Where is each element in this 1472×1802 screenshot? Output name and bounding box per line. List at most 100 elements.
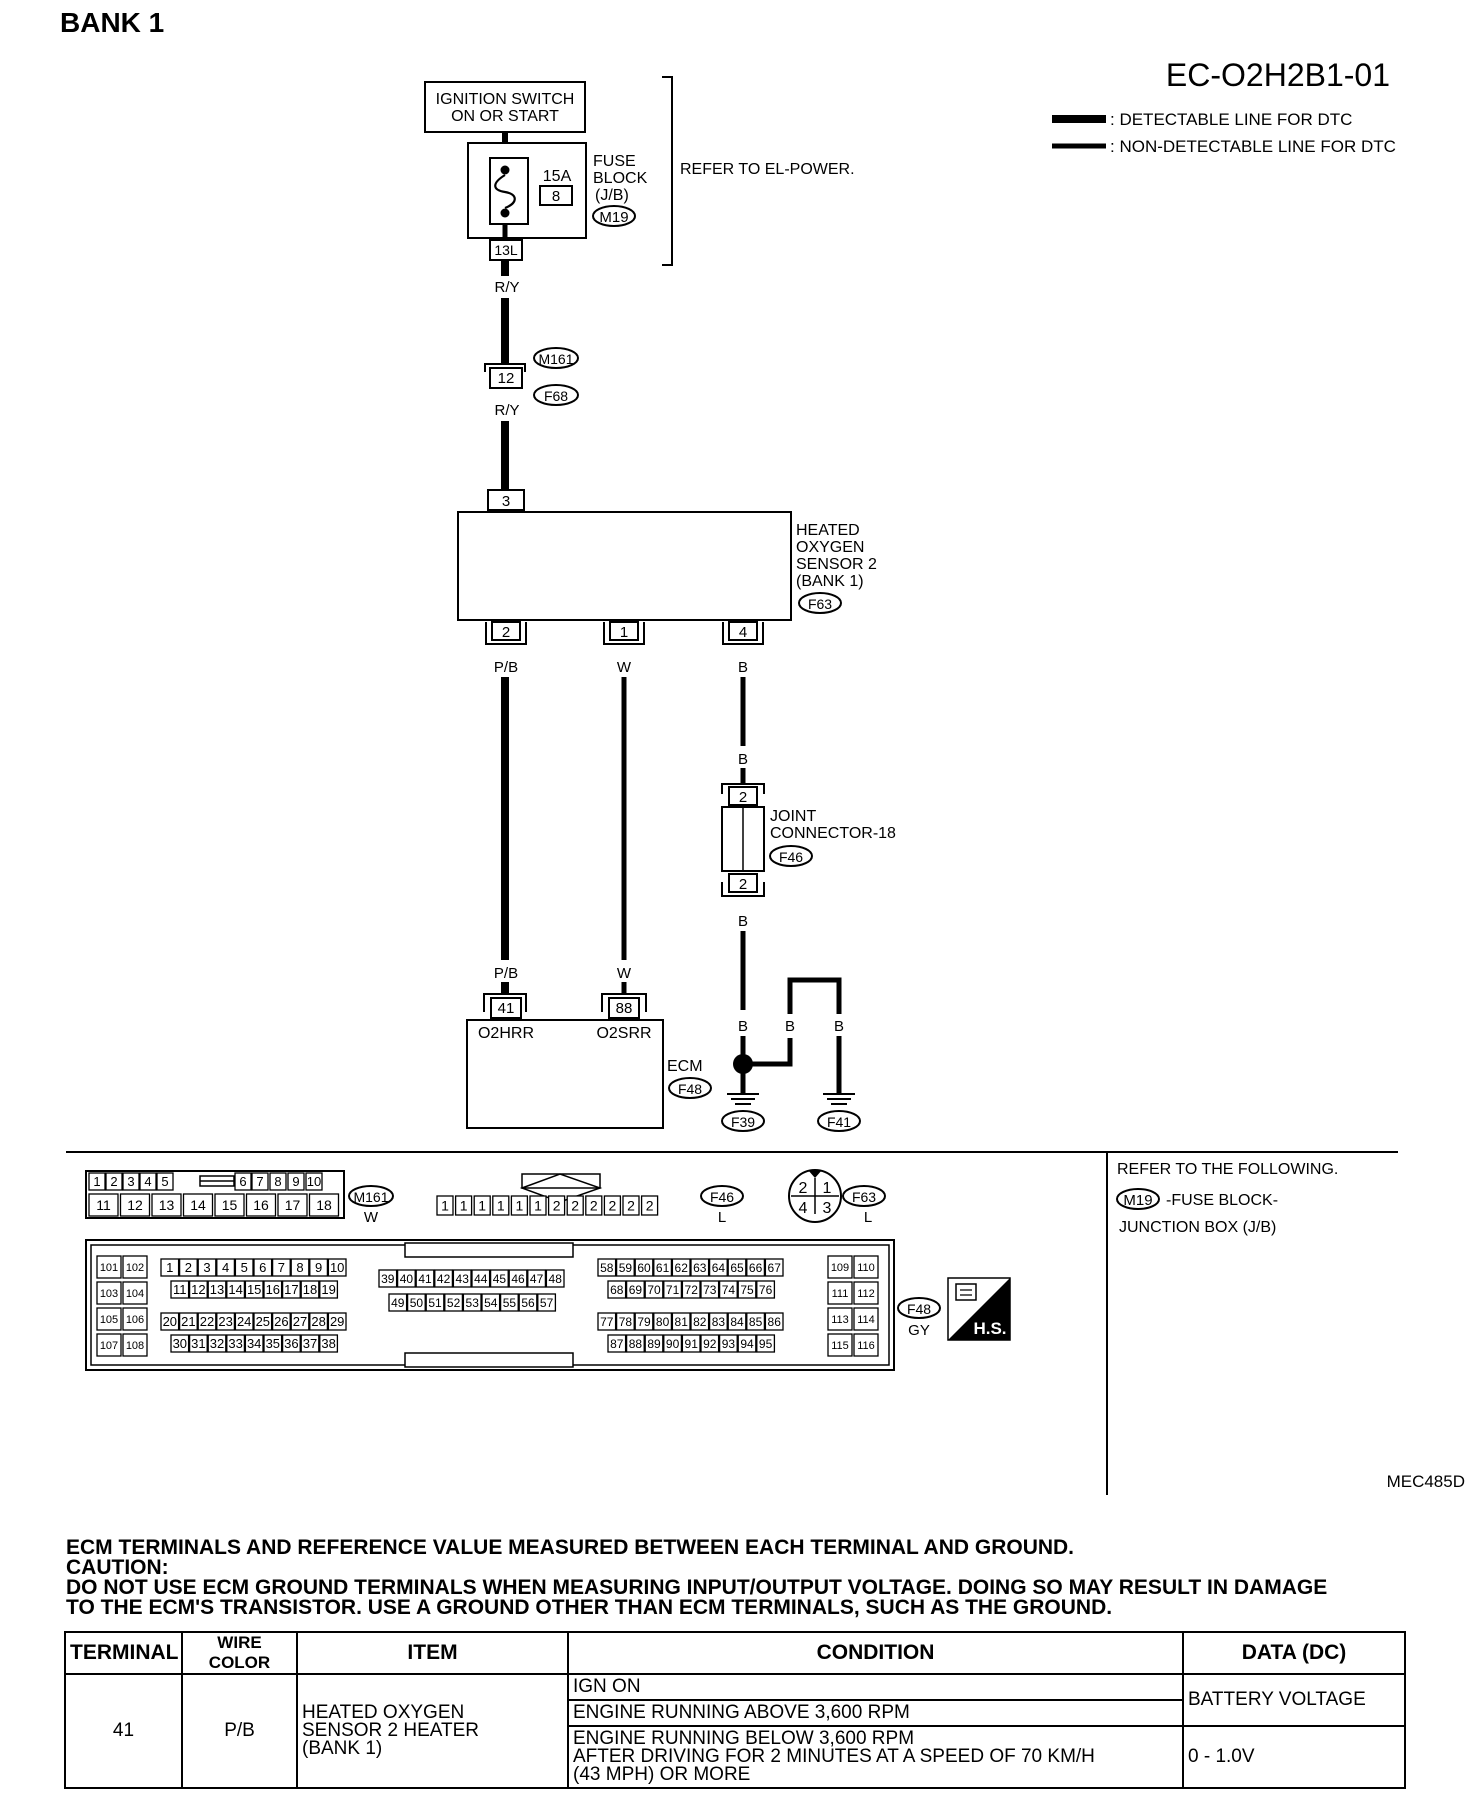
cond3-line-2: AFTER DRIVING FOR 2 MINUTES AT A SPEED O… (573, 1746, 1095, 1767)
ecm-pin-label: 23 (218, 1314, 232, 1329)
cell-data-2: 0 - 1.0V (1182, 1725, 1406, 1789)
ecm-pin: 92 (700, 1334, 720, 1353)
ecm-pin: 107 (96, 1333, 122, 1357)
ecm-pin: 79 (634, 1312, 654, 1331)
ecm-pin: 25 (253, 1312, 273, 1331)
ecm-pin: 109 (827, 1255, 853, 1279)
ecm-pin-label: 44 (474, 1272, 488, 1286)
f46-pin: 2 (566, 1195, 584, 1216)
ecm-pin-label: 107 (100, 1340, 118, 1352)
m161-view-label: M161 (353, 1189, 388, 1205)
m161-pin: 1 (88, 1172, 106, 1191)
f63-pin-1: 1 (823, 1180, 832, 1197)
f48-view-label: F48 (907, 1301, 931, 1317)
ground-f39: F39 (721, 1093, 765, 1132)
ecm-pin: 15 (244, 1280, 264, 1299)
ecm-pin: 91 (681, 1334, 701, 1353)
fuse-number: 8 (552, 188, 560, 205)
ecm-pin: 17 (281, 1280, 301, 1299)
ecm-pin-label: 54 (484, 1296, 498, 1310)
ecm-pin: 66 (746, 1258, 766, 1277)
ecm-pin-label: 87 (610, 1337, 624, 1351)
ecm-pin: 12 (188, 1280, 208, 1299)
hs-label: H.S. (973, 1319, 1006, 1338)
ecm-pin: 88 (625, 1334, 645, 1353)
f46-pin-label: 1 (534, 1198, 542, 1214)
ecm-pin: 94 (737, 1334, 757, 1353)
ecm-pin-label: 17 (284, 1282, 298, 1297)
ecm-pin: 89 (644, 1334, 664, 1353)
ecm-pin: 49 (388, 1293, 408, 1312)
ground-f41: F41 (817, 1093, 861, 1132)
ecm-pin-label: 77 (600, 1315, 614, 1329)
wire-b-upper-label: B (738, 659, 748, 676)
m161-pin: 5 (156, 1172, 174, 1191)
ecm-pin-label: 40 (400, 1272, 414, 1286)
f46-pin-label: 2 (627, 1198, 635, 1214)
ecm-pin: 53 (462, 1293, 482, 1312)
ecm-pin: 114 (853, 1307, 879, 1331)
m161-pin: 2 (105, 1172, 123, 1191)
ecm-pin: 55 (499, 1293, 519, 1312)
ecm-pin-label: 27 (293, 1314, 307, 1329)
f46-pin: 2 (640, 1195, 659, 1216)
ecm-pin: 47 (527, 1269, 547, 1288)
ground-f41-label: F41 (827, 1114, 851, 1130)
ecm-pin: 19 (319, 1280, 339, 1299)
f46-pin: 2 (622, 1195, 640, 1216)
item-line-3: (BANK 1) (302, 1738, 383, 1759)
f46-pin-label: 1 (441, 1198, 449, 1214)
notes-line-3: DO NOT USE ECM GROUND TERMINALS WHEN MEA… (66, 1576, 1328, 1599)
m161-pin-label: 11 (96, 1197, 111, 1213)
refer-line-1: -FUSE BLOCK- (1166, 1192, 1278, 1209)
ecm-pin: 41 (415, 1269, 435, 1288)
ecm-pin: 70 (644, 1280, 664, 1299)
f46-pin: 1 (436, 1195, 454, 1216)
ecm-pin: 52 (444, 1293, 464, 1312)
ecm-pin: 64 (708, 1258, 728, 1277)
ecm-pin: 86 (764, 1312, 784, 1331)
ecm-pin: 26 (271, 1312, 291, 1331)
m161-pin: 6 (234, 1172, 252, 1191)
ecm-pin-label: 69 (629, 1283, 643, 1297)
ecm-pin: 68 (607, 1280, 627, 1299)
m161-pin-label: 14 (190, 1197, 206, 1213)
ecm-pin-label: 4 (222, 1260, 229, 1275)
inline-connector-m161-f68: 12 M161 F68 (484, 347, 579, 406)
ecm-pin-label: 48 (549, 1272, 563, 1286)
ground-splice: B B (733, 977, 844, 1094)
ecm-pin-label: 104 (126, 1288, 144, 1300)
ecm-pin-label: 74 (722, 1283, 736, 1297)
m161-view-color: W (364, 1209, 379, 1226)
ecm-pin: 33 (226, 1334, 246, 1353)
ecm-pin-label: 101 (100, 1262, 118, 1274)
ecm-pin-label: 103 (100, 1288, 118, 1300)
ecm-pin-label: 51 (428, 1296, 442, 1310)
ecm-pin: 39 (378, 1269, 398, 1288)
m161-pin-label: 2 (110, 1174, 117, 1189)
cell-condition-2: ENGINE RUNNING ABOVE 3,600 RPM (567, 1699, 1184, 1727)
ecm-pin-label: 89 (647, 1337, 661, 1351)
sensor-connector: F63 (808, 596, 832, 612)
ecm-pin-label: 50 (410, 1296, 424, 1310)
f48-view-color: GY (908, 1322, 930, 1339)
fuse-symbol (494, 174, 516, 210)
ecm-pin-label: 67 (768, 1261, 782, 1275)
ecm-pin-label: 76 (759, 1283, 773, 1297)
ecm-pin-label: 92 (703, 1337, 717, 1351)
ecm-pin-label: 6 (259, 1260, 266, 1275)
ecm-pin: 63 (690, 1258, 710, 1277)
wire-b-ground1-label: B (738, 1018, 748, 1035)
m161-pin: 16 (245, 1193, 277, 1217)
ecm-pin-label: 3 (203, 1260, 210, 1275)
f46-pin: 1 (529, 1195, 547, 1216)
f46-pin-label: 2 (553, 1198, 561, 1214)
ecm-pin-label: 55 (503, 1296, 517, 1310)
ecm-pin-label: 68 (610, 1283, 624, 1297)
table-row: 41 P/B HEATED OXYGEN SENSOR 2 HEATER (BA… (64, 1673, 1406, 1789)
f46-pin: 2 (547, 1195, 566, 1216)
sensor-name-2: OXYGEN (796, 539, 864, 556)
